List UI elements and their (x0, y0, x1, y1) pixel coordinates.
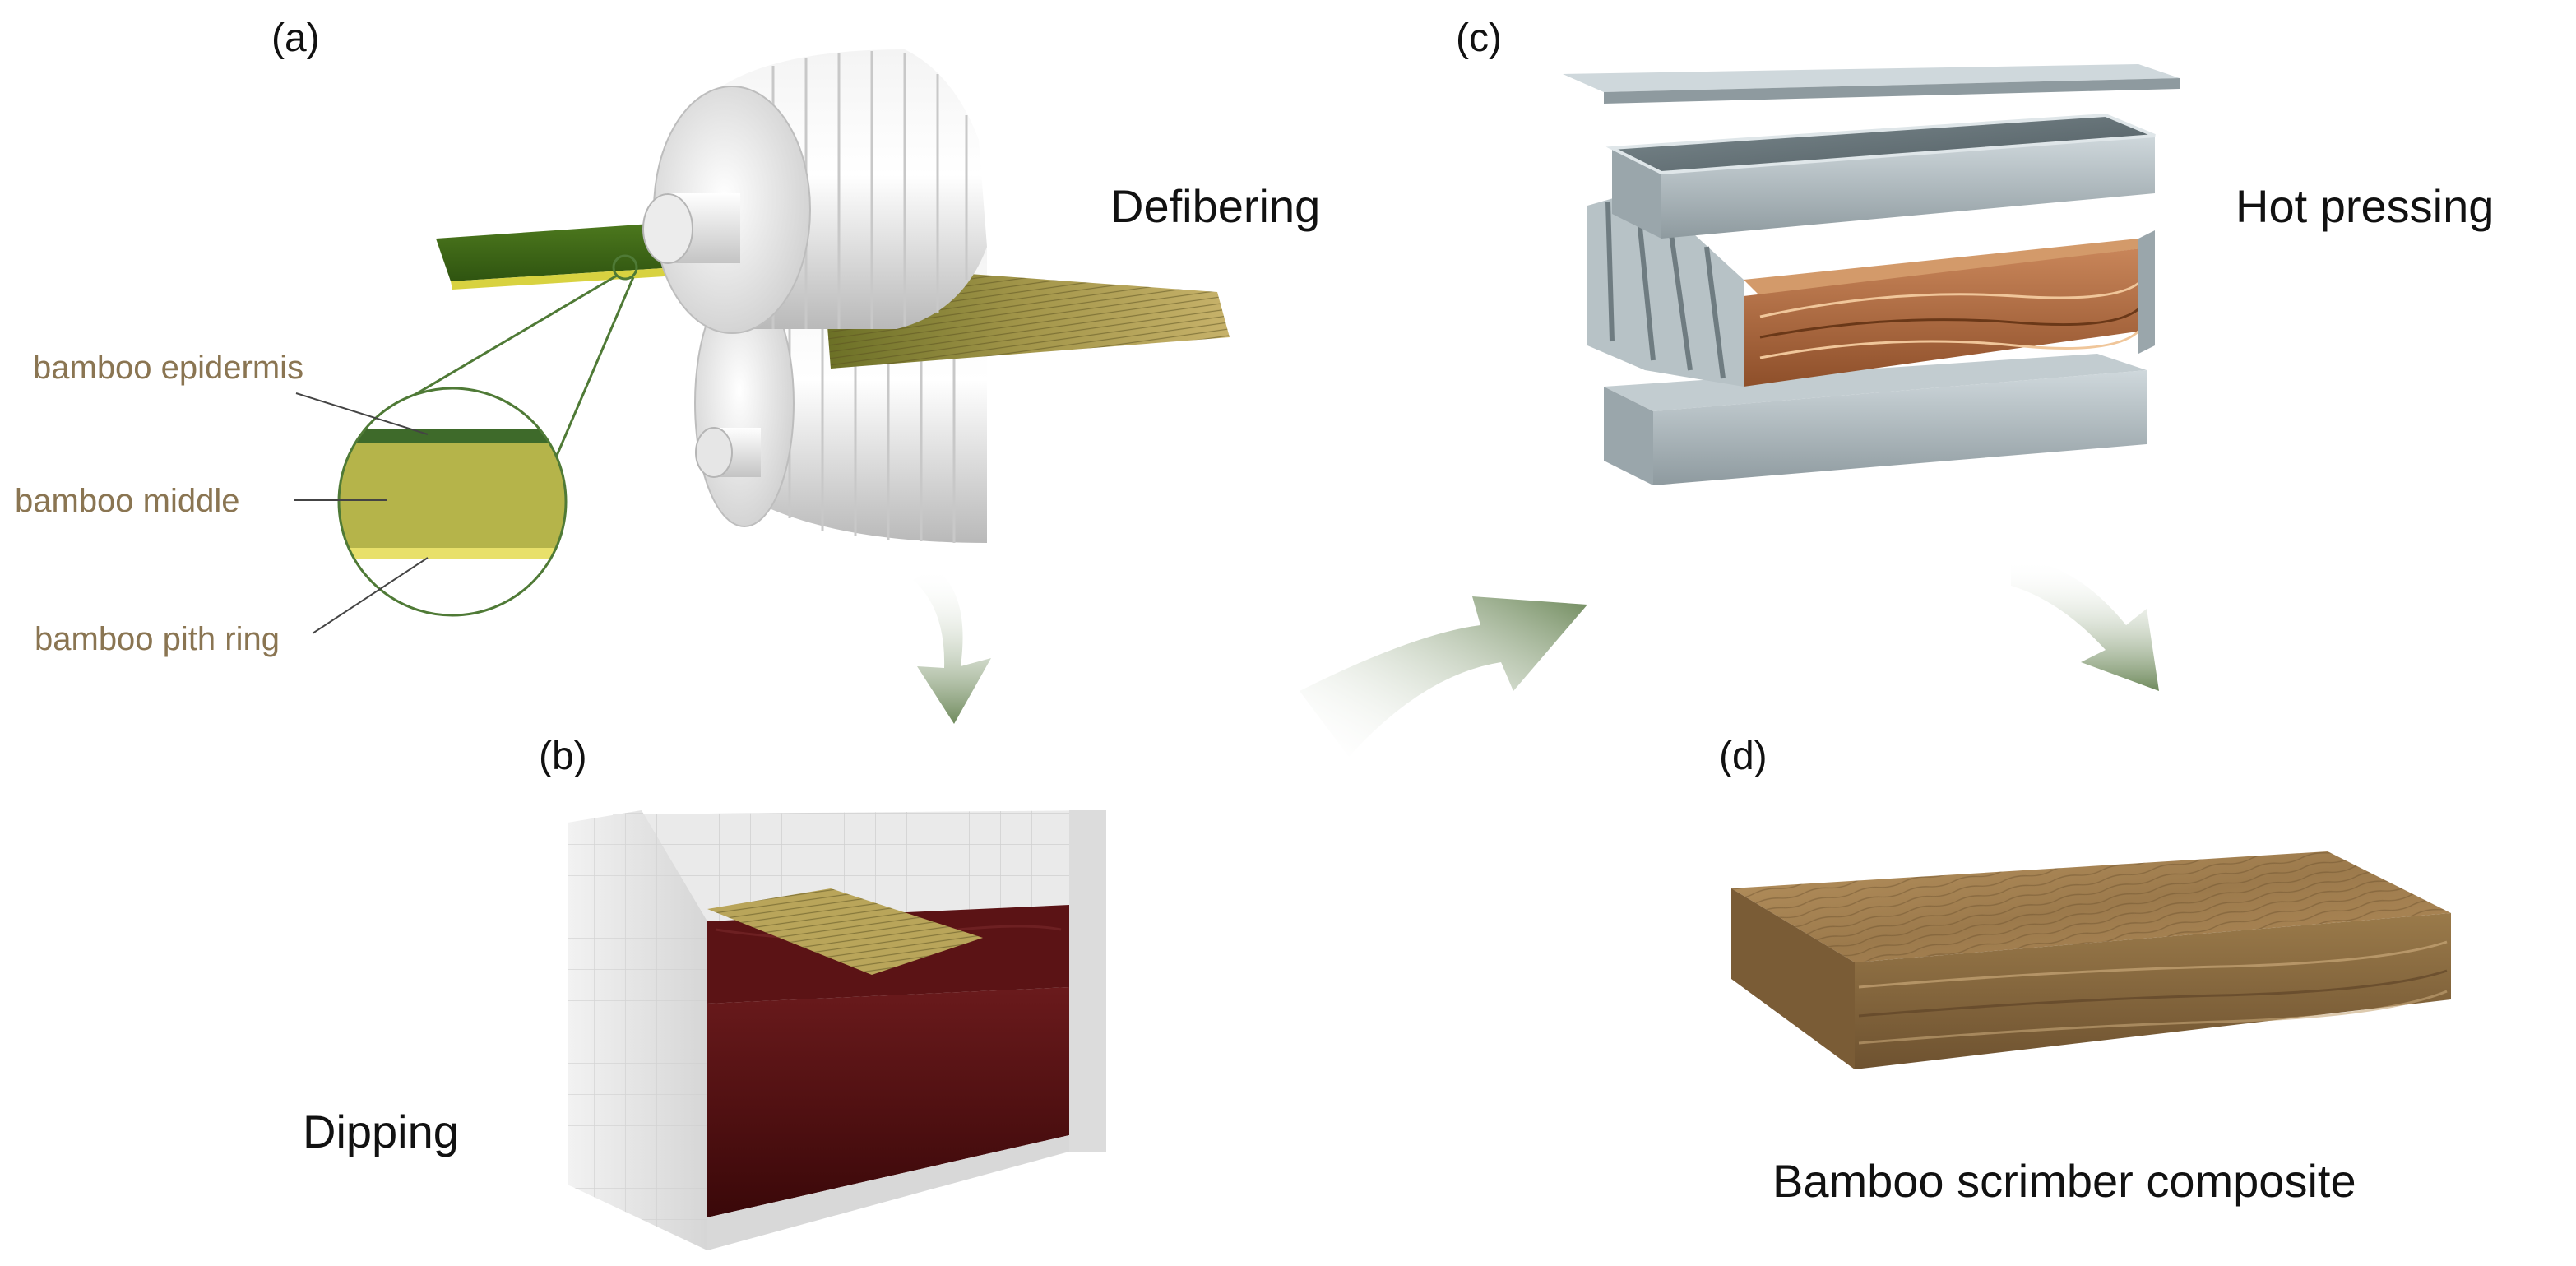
panel-b: (b) Dipping (303, 735, 1106, 1250)
panel-c-letter: (c) (1456, 16, 1502, 60)
pith-ring-layer (339, 548, 566, 559)
process-arrow-icon (913, 559, 2159, 757)
panel-d-letter: (d) (1719, 735, 1768, 778)
middle-layer (339, 443, 566, 548)
board-icon (1731, 851, 2451, 1069)
upper-roller-icon (642, 49, 987, 334)
panel-a-letter: (a) (271, 16, 320, 60)
pith-ring-label: bamboo pith ring (35, 621, 280, 657)
press-icon (1563, 64, 2180, 485)
cross-section-circle (337, 387, 568, 617)
step-hot-pressing: Hot pressing (2235, 180, 2494, 232)
panel-a: (a) (15, 16, 1320, 657)
step-defibering: Defibering (1110, 180, 1320, 232)
epidermis-layer (339, 429, 566, 443)
zoom-callout (386, 254, 638, 470)
panel-d: (d) Bamboo scrimber composite (1719, 735, 2451, 1207)
step-dipping: Dipping (303, 1106, 459, 1157)
fiber-mat-stack (1744, 239, 2155, 387)
tank-icon (568, 810, 1106, 1250)
step-bamboo-scrimber-composite: Bamboo scrimber composite (1772, 1155, 2356, 1207)
layer-labels: bamboo epidermis bamboo middle bamboo pi… (15, 350, 429, 657)
panel-b-letter: (b) (539, 735, 587, 778)
middle-label: bamboo middle (15, 483, 240, 519)
epidermis-label: bamboo epidermis (33, 350, 303, 386)
panel-c: (c) (1456, 16, 2494, 485)
fiber-mat-icon (707, 888, 983, 975)
